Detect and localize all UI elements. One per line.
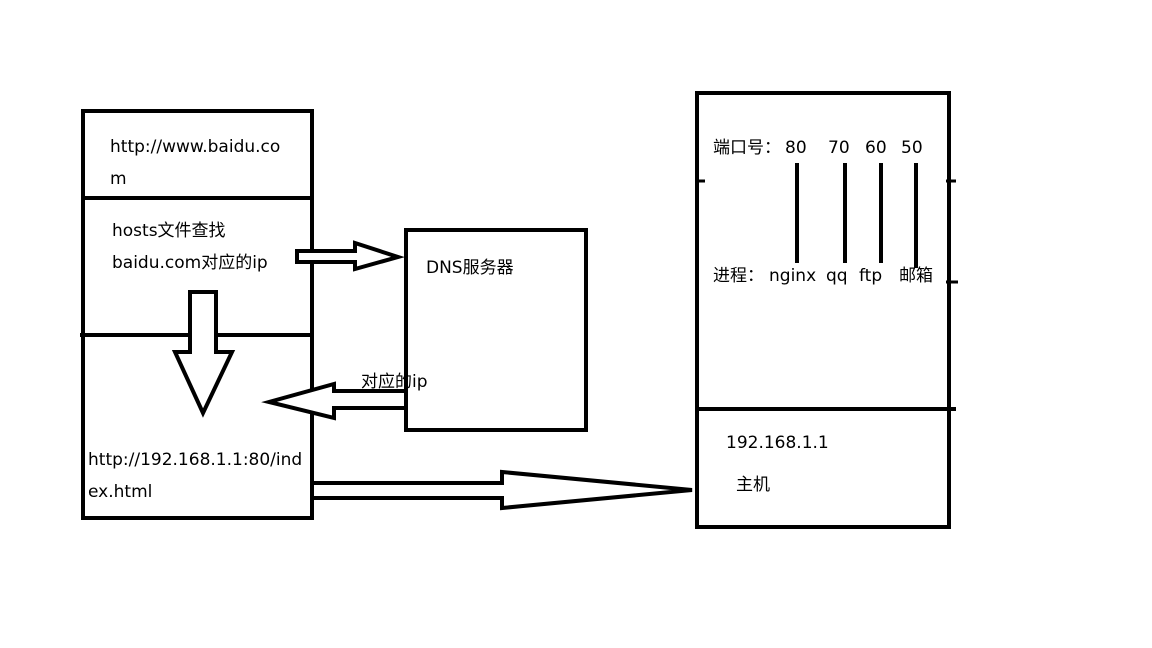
process-qq: qq: [826, 266, 848, 286]
process-label: 进程：: [713, 266, 764, 286]
port-50: 50: [901, 138, 923, 158]
client-box: [80, 109, 314, 520]
ports-label: 端口号：: [713, 138, 781, 158]
host-box: [695, 91, 956, 529]
port-60: 60: [865, 138, 887, 158]
dns-reply-label: 对应的ip: [361, 372, 428, 392]
ip-url-line1: http://192.168.1.1:80/ind: [88, 450, 303, 470]
hosts-line2: baidu.com对应的ip: [112, 253, 268, 273]
reply-arrow: [261, 381, 404, 421]
client-url-line1: http://www.baidu.co: [110, 137, 281, 157]
down-arrow: [171, 290, 236, 418]
request-arrow: [314, 469, 693, 511]
process-mailbox: 邮箱: [899, 266, 933, 286]
hosts-line1: hosts文件查找: [112, 221, 226, 241]
port-70: 70: [828, 138, 850, 158]
port-process-lines: [795, 163, 918, 268]
dns-server-box: [404, 228, 588, 432]
process-ftp: ftp: [859, 266, 883, 286]
dns-title: DNS服务器: [426, 258, 514, 278]
process-nginx: nginx: [769, 266, 817, 286]
query-arrow: [295, 240, 405, 272]
host-ip: 192.168.1.1: [726, 433, 829, 453]
port-80: 80: [785, 138, 807, 158]
host-caption: 主机: [736, 475, 770, 495]
host-edge-ticks: [699, 179, 958, 284]
client-url-line2: m: [110, 169, 127, 189]
ip-url-line2: ex.html: [88, 482, 153, 502]
